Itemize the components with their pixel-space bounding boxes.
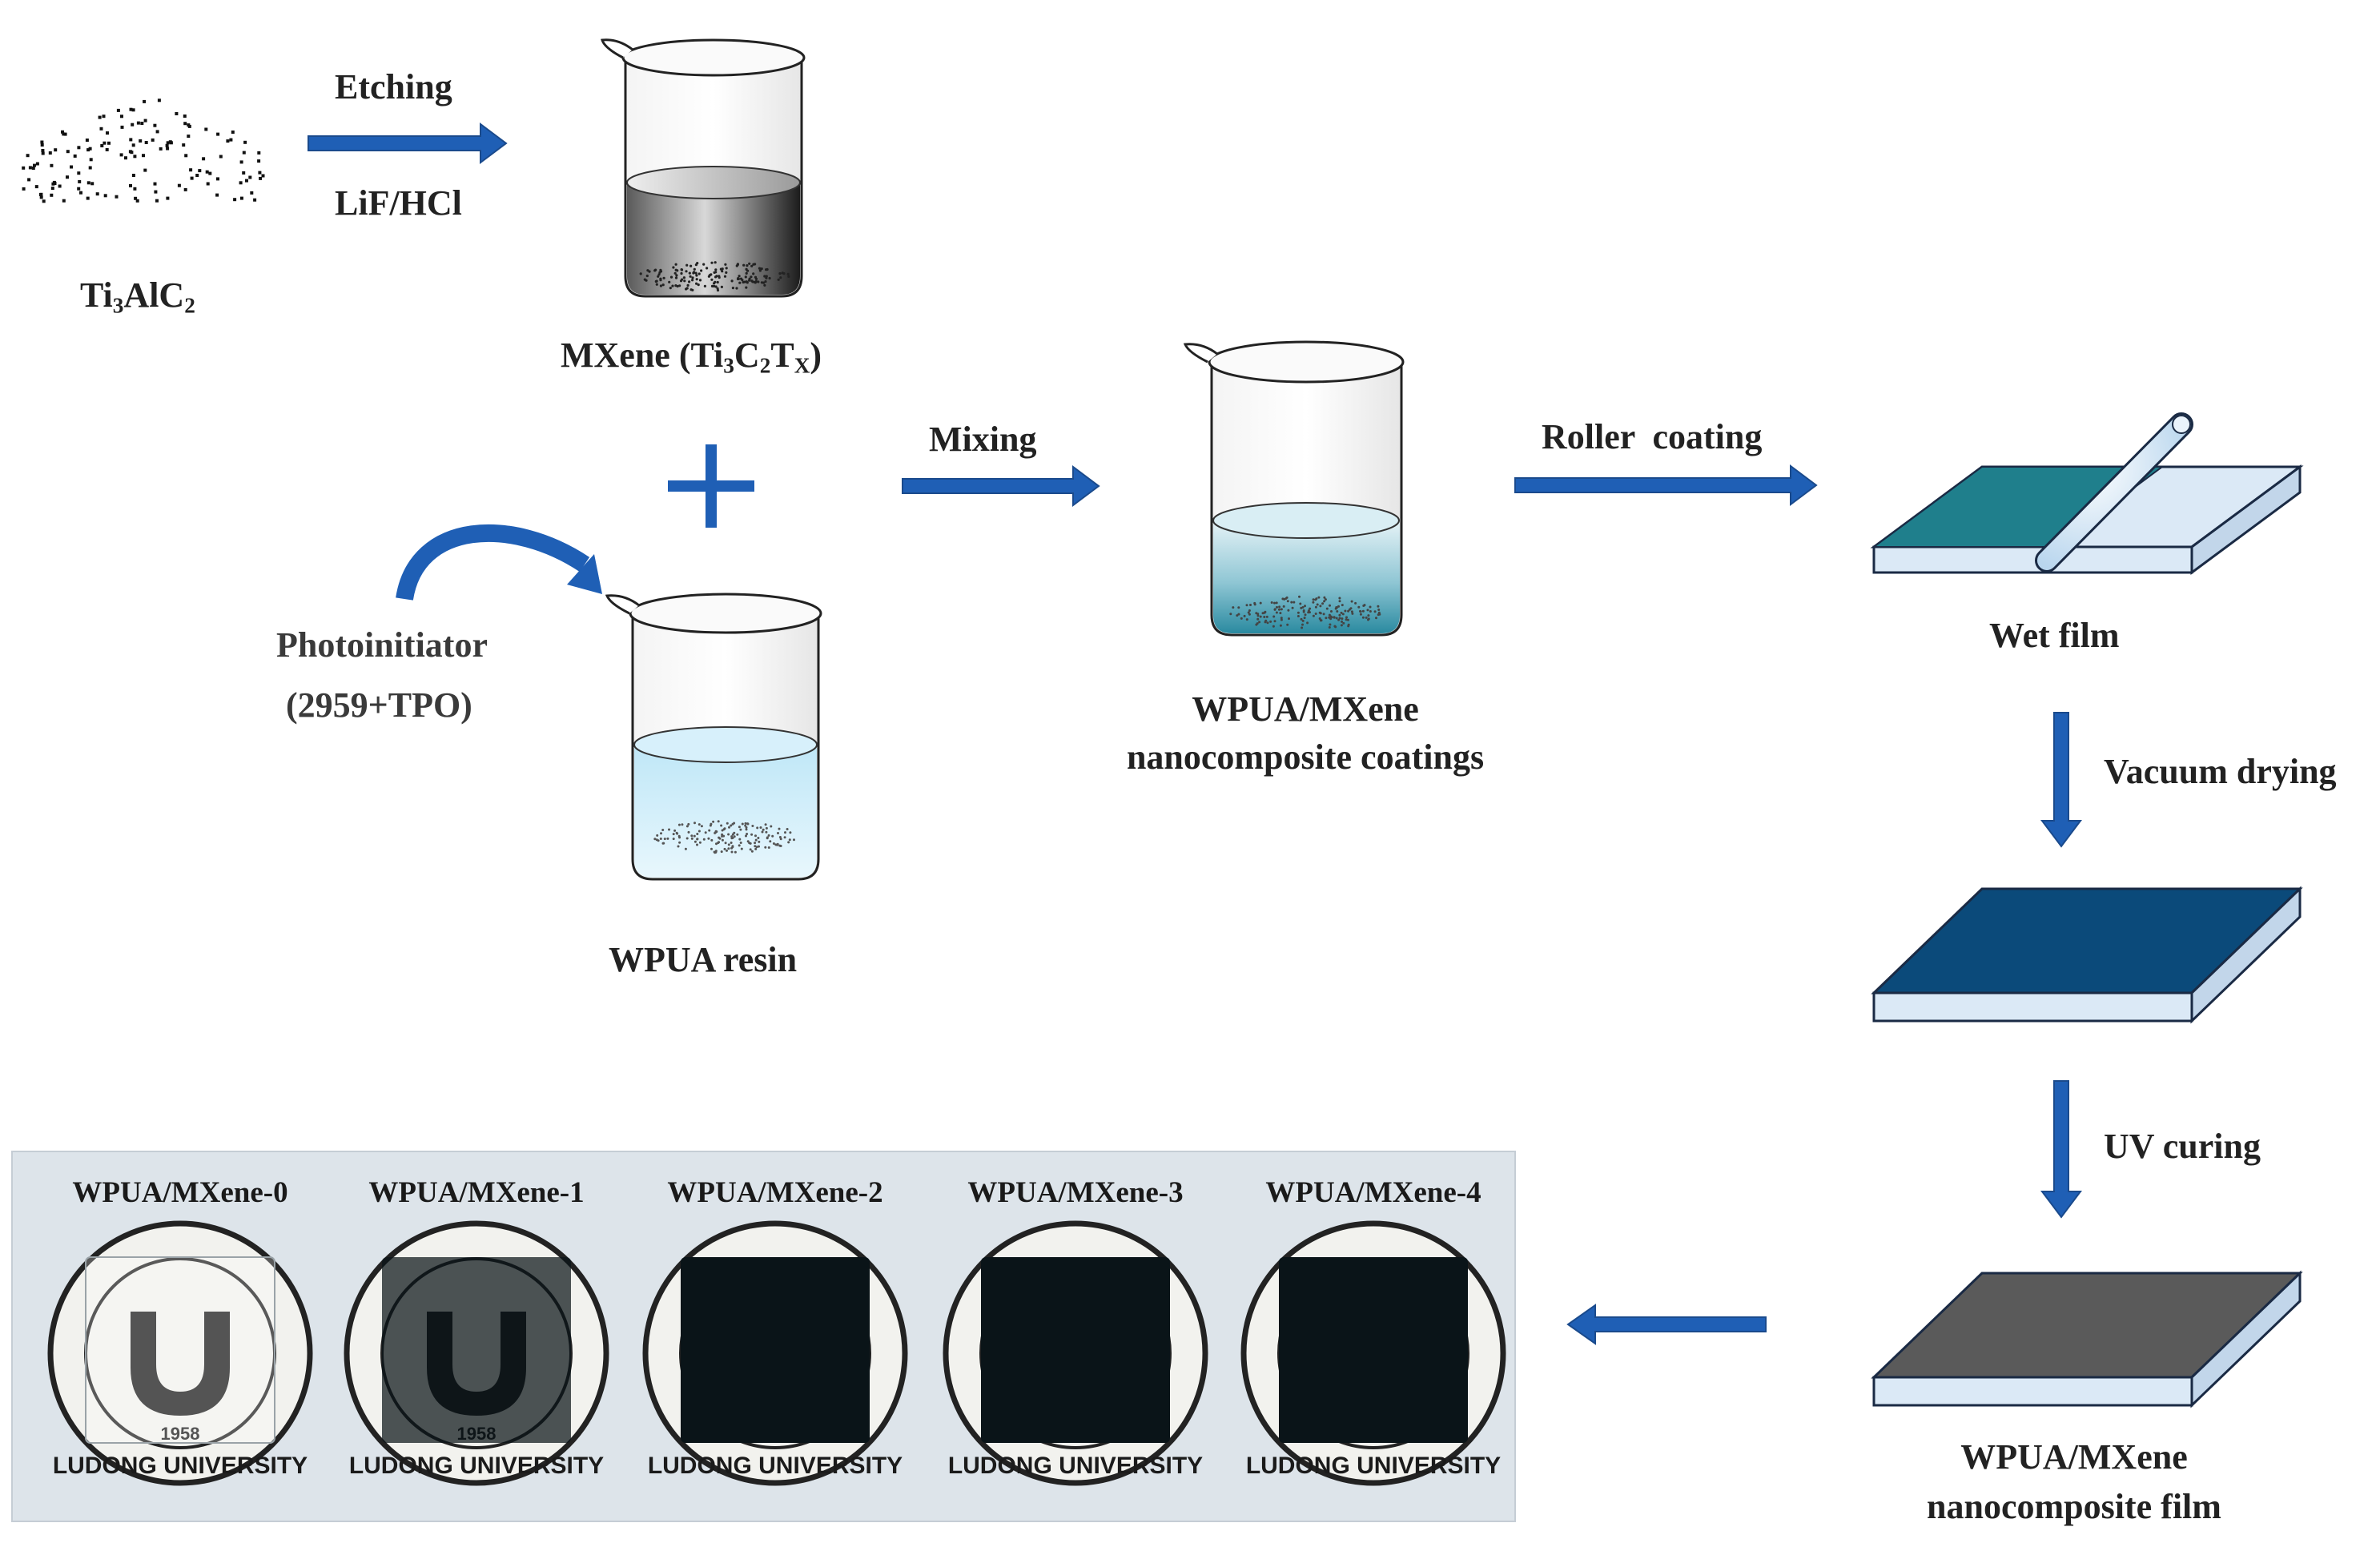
sample-label: WPUA/MXene-1: [368, 1176, 585, 1209]
sample-film-2: LUDONG UNIVERSITY1958: [642, 1220, 908, 1486]
roller-icon: [2035, 412, 2193, 573]
arrow-etching: [308, 123, 508, 164]
seal-text: LUDONG UNIVERSITY: [349, 1453, 604, 1479]
plus-icon: [668, 444, 754, 528]
sample-film-4: LUDONG UNIVERSITY1958: [1240, 1220, 1506, 1486]
seal-text: LUDONG UNIVERSITY: [648, 1453, 903, 1479]
ti3alc2-label: Ti3AlC2: [80, 275, 195, 318]
sample-film-1: LUDONG UNIVERSITY1958: [344, 1220, 609, 1486]
lif-hcl-label: LiF/HCl: [335, 183, 462, 223]
sample-photo-panel: LUDONG UNIVERSITY1958LUDONG UNIVERSITY19…: [11, 1151, 1516, 1522]
sample-label: WPUA/MXene-4: [1265, 1176, 1481, 1209]
arrow-uv-curing: [2040, 1080, 2082, 1219]
photoinitiator-label: Photoinitiator: [276, 625, 488, 665]
university-logo-icon: [131, 1312, 230, 1416]
coatings-beaker-icon: [1183, 340, 1405, 637]
seal-text: LUDONG UNIVERSITY: [53, 1453, 308, 1479]
sample-label: WPUA/MXene-2: [667, 1176, 883, 1209]
coatings-label-line1: WPUA/MXene: [1192, 689, 1419, 729]
dried-film-icon: [1871, 886, 2303, 1024]
cured-film-icon: [1871, 1270, 2303, 1408]
seal-text: LUDONG UNIVERSITY: [948, 1453, 1203, 1479]
uv-curing-label: UV curing: [2104, 1127, 2261, 1166]
etching-label: Etching: [335, 67, 452, 106]
sample-film-3: LUDONG UNIVERSITY1958: [943, 1220, 1208, 1486]
seal-text: LUDONG UNIVERSITY: [1246, 1453, 1501, 1479]
wet-film-label: Wet film: [1989, 616, 2120, 655]
coatings-label-line2: nanocomposite coatings: [1126, 737, 1485, 777]
vacuum-drying-label: Vacuum drying: [2104, 752, 2337, 791]
wpua-resin-beaker-icon: [605, 593, 822, 881]
curved-arrow-photoinitiator: [396, 524, 602, 601]
wpua-resin-label: WPUA resin: [609, 940, 798, 979]
arrow-roller-coating: [1514, 464, 1818, 506]
sample-label: WPUA/MXene-0: [72, 1176, 288, 1209]
arrow-vacuum-drying: [2040, 712, 2082, 848]
ti3alc2-powder-icon: [22, 98, 265, 203]
arrow-to-photo: [1566, 1304, 1767, 1345]
photoinitiator-formula-label: (2959+TPO): [286, 685, 472, 725]
roller-coating-label: Roller coating: [1542, 417, 1763, 456]
mixing-label: Mixing: [929, 420, 1037, 459]
film-label-line1: WPUA/MXene: [1960, 1437, 2188, 1477]
sample-film-0: LUDONG UNIVERSITY 1958: [47, 1220, 313, 1486]
wet-film-icon: [1870, 412, 2304, 575]
seal-year: 1958: [161, 1424, 200, 1444]
mxene-beaker-icon: [601, 38, 806, 298]
film-label-line2: nanocomposite film: [1927, 1487, 2221, 1526]
arrow-mixing: [902, 465, 1100, 507]
mxene-label: MXene (Ti3C2TX): [561, 336, 822, 378]
sample-label: WPUA/MXene-3: [967, 1176, 1184, 1209]
